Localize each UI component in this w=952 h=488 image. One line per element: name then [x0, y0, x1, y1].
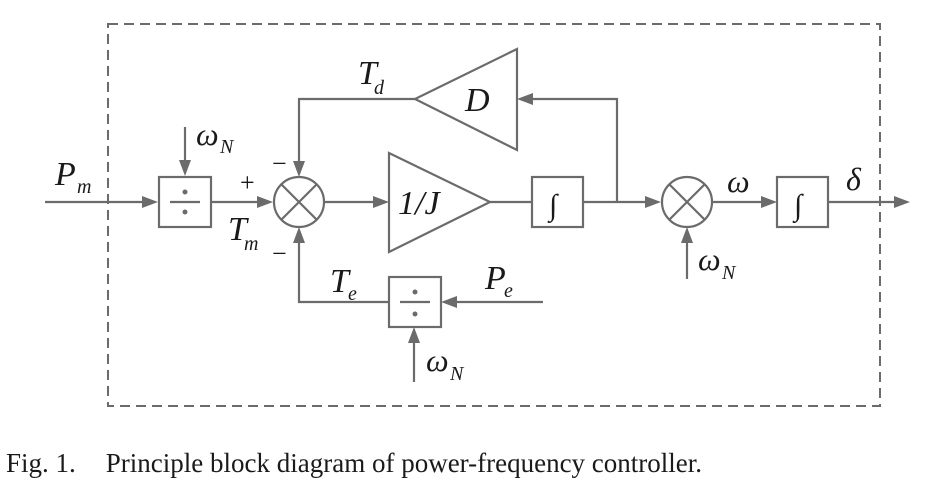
- damping-gain-block: [412, 47, 519, 152]
- arrowhead: [408, 327, 420, 343]
- label-delta: δ: [846, 161, 862, 197]
- label-omega-n-bottom-sub: N: [449, 363, 465, 385]
- sign-minus-bottom: −: [272, 239, 287, 268]
- caption-number: Fig. 1.: [6, 448, 76, 478]
- figure-caption: Fig. 1. Principle block diagram of power-…: [6, 448, 702, 479]
- damping-feedback-line: [529, 97, 619, 202]
- label-td: T: [358, 55, 379, 92]
- label-omega-n-top: ω: [196, 116, 219, 152]
- te-feedback-line: [297, 238, 389, 304]
- label-pm-sub: m: [77, 176, 91, 198]
- junction-cross: [668, 183, 706, 221]
- label-omega-n-bottom: ω: [426, 342, 449, 378]
- sign-minus-top: −: [272, 149, 287, 178]
- label-pm: P: [54, 156, 76, 193]
- label-pe-sub: e: [504, 280, 513, 302]
- divider-dot: [182, 209, 188, 215]
- integrator-block-1: [530, 175, 585, 229]
- label-tm-sub: m: [244, 233, 258, 255]
- td-feedback-line: [297, 97, 415, 166]
- label-te-sub: e: [348, 283, 357, 305]
- label-pe: P: [484, 260, 506, 297]
- label-omega-n-right-sub: N: [721, 262, 737, 284]
- integral-symbol-2: ∫: [792, 189, 804, 224]
- arrowhead: [257, 196, 273, 208]
- arrowhead: [645, 196, 661, 208]
- arrowhead: [179, 160, 191, 176]
- label-td-sub: d: [374, 77, 385, 99]
- inertia-gain-block: [387, 151, 493, 254]
- label-omega-n-top-sub: N: [219, 136, 235, 158]
- label-damping: D: [464, 82, 490, 119]
- label-omega: ω: [727, 163, 750, 199]
- divider-dot: [182, 189, 188, 195]
- arrowhead: [142, 196, 158, 208]
- integrator-block-2: [775, 175, 830, 229]
- caption-text: Principle block diagram of power-frequen…: [105, 448, 703, 478]
- divider-dot: [412, 289, 418, 295]
- divider-dot: [412, 311, 418, 317]
- arrowhead: [441, 296, 457, 308]
- arrowhead: [293, 227, 305, 243]
- arrowhead: [293, 161, 305, 177]
- label-inertia: 1/J: [398, 185, 441, 222]
- arrowhead: [761, 196, 777, 208]
- arrowhead: [681, 227, 693, 243]
- arrowhead: [517, 93, 533, 105]
- integral-symbol-1: ∫: [547, 189, 559, 224]
- label-te: T: [330, 263, 351, 300]
- arrowhead: [894, 196, 910, 208]
- junction-cross: [280, 183, 318, 221]
- arrowhead: [373, 196, 389, 208]
- controller-boundary: [107, 23, 881, 407]
- label-tm: T: [228, 211, 249, 248]
- sign-plus: +: [240, 168, 255, 197]
- label-omega-n-right: ω: [698, 241, 721, 277]
